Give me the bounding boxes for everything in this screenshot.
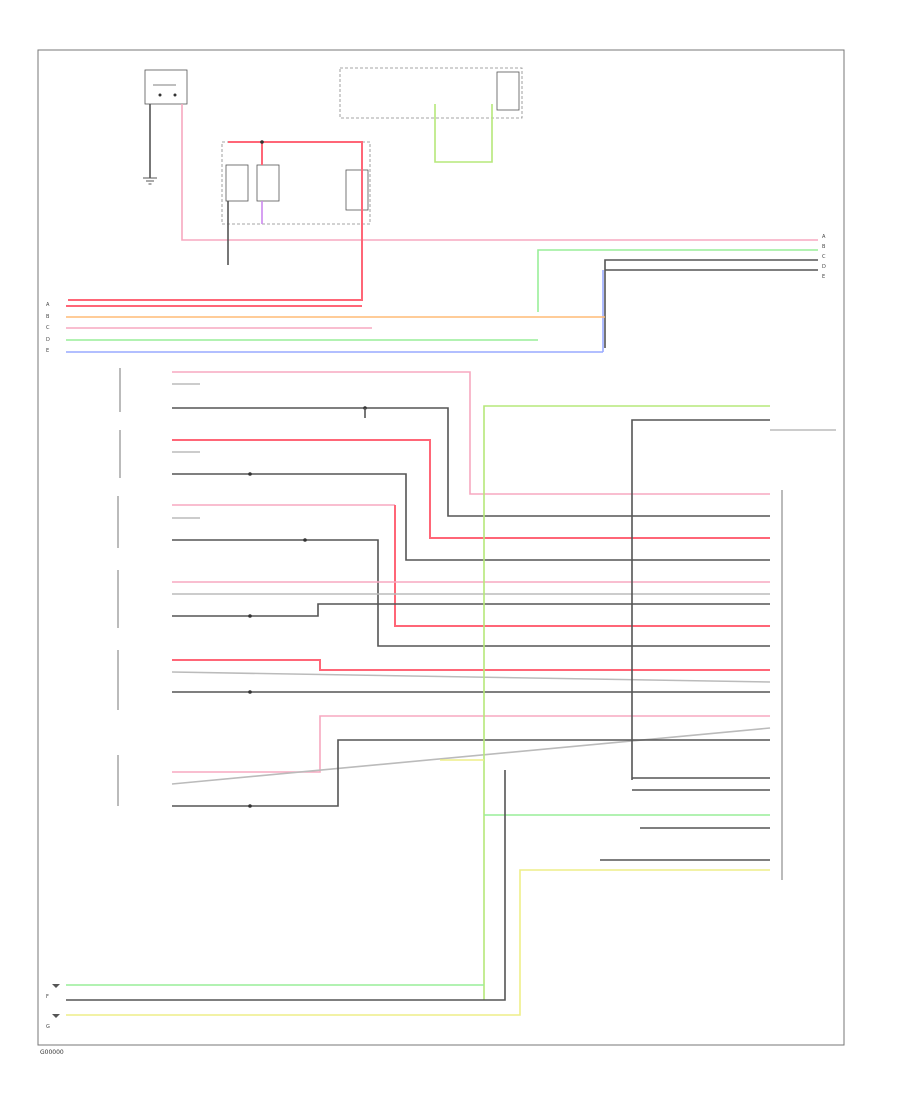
top-right-module (339, 67, 523, 119)
splice-c3 (303, 538, 307, 542)
ground-symbol-top-left (143, 177, 157, 185)
wire-lower-yellow (66, 869, 770, 1016)
wire-c6-pink (172, 715, 770, 773)
wire-black-to-c (604, 259, 818, 348)
bottom-arrow-f: F (46, 994, 49, 1000)
left-arrows: A B C D E (46, 300, 50, 358)
wire-red-fuse-feed (68, 141, 363, 301)
wire-c4-black (172, 603, 770, 617)
left-arrow-a: A (46, 302, 50, 308)
fuse-pair (225, 164, 369, 211)
wire-c2-red (172, 439, 770, 539)
wire-c3-red-long (394, 505, 770, 627)
wire-c1-black (172, 407, 770, 517)
top-right-switch (496, 71, 520, 111)
left-arrow-c: C (46, 325, 50, 331)
right-arrow-d: D (822, 264, 826, 270)
splice-c4 (248, 614, 252, 618)
splice-c2 (248, 472, 252, 476)
right-arrow-b: B (822, 244, 826, 250)
bottom-arrows: F G (46, 982, 50, 1042)
right-arrow-c: C (822, 254, 826, 260)
wire-lightgreen-top (434, 104, 493, 163)
splice-c6 (248, 804, 252, 808)
wire-c6-gray (171, 727, 771, 785)
left-arrow-d: D (46, 336, 50, 343)
wire-c1-pink (172, 371, 770, 495)
wire-lightgreen-upper (483, 405, 770, 1000)
fuse-box-center (221, 141, 371, 225)
wire-pink-relay-feed (181, 104, 818, 241)
left-arrow-e: E (46, 348, 50, 354)
right-arrows: A B C D E (822, 232, 826, 282)
right-arrow-a: A (822, 234, 826, 240)
wire-c2-black (172, 473, 770, 561)
wire-c5-red (172, 659, 770, 671)
figure-label: G00000 (40, 1049, 64, 1056)
splice-fuse-top (260, 140, 264, 144)
wire-black-vertical (631, 419, 770, 780)
bottom-arrow-g: G (46, 1024, 50, 1030)
wire-c3-black (172, 539, 770, 647)
diagram-frame (37, 49, 845, 1046)
splice-c5 (248, 690, 252, 694)
top-left-relay (144, 69, 188, 105)
wire-c6-black (172, 739, 770, 807)
wire-lower-black-5 (66, 770, 506, 1001)
left-arrow-b: B (46, 313, 50, 320)
arrow-markers-bottom-left (52, 984, 60, 1018)
right-arrow-e: E (822, 274, 826, 280)
wire-green-to-a (537, 249, 818, 312)
wire-c5-gray (171, 671, 771, 683)
